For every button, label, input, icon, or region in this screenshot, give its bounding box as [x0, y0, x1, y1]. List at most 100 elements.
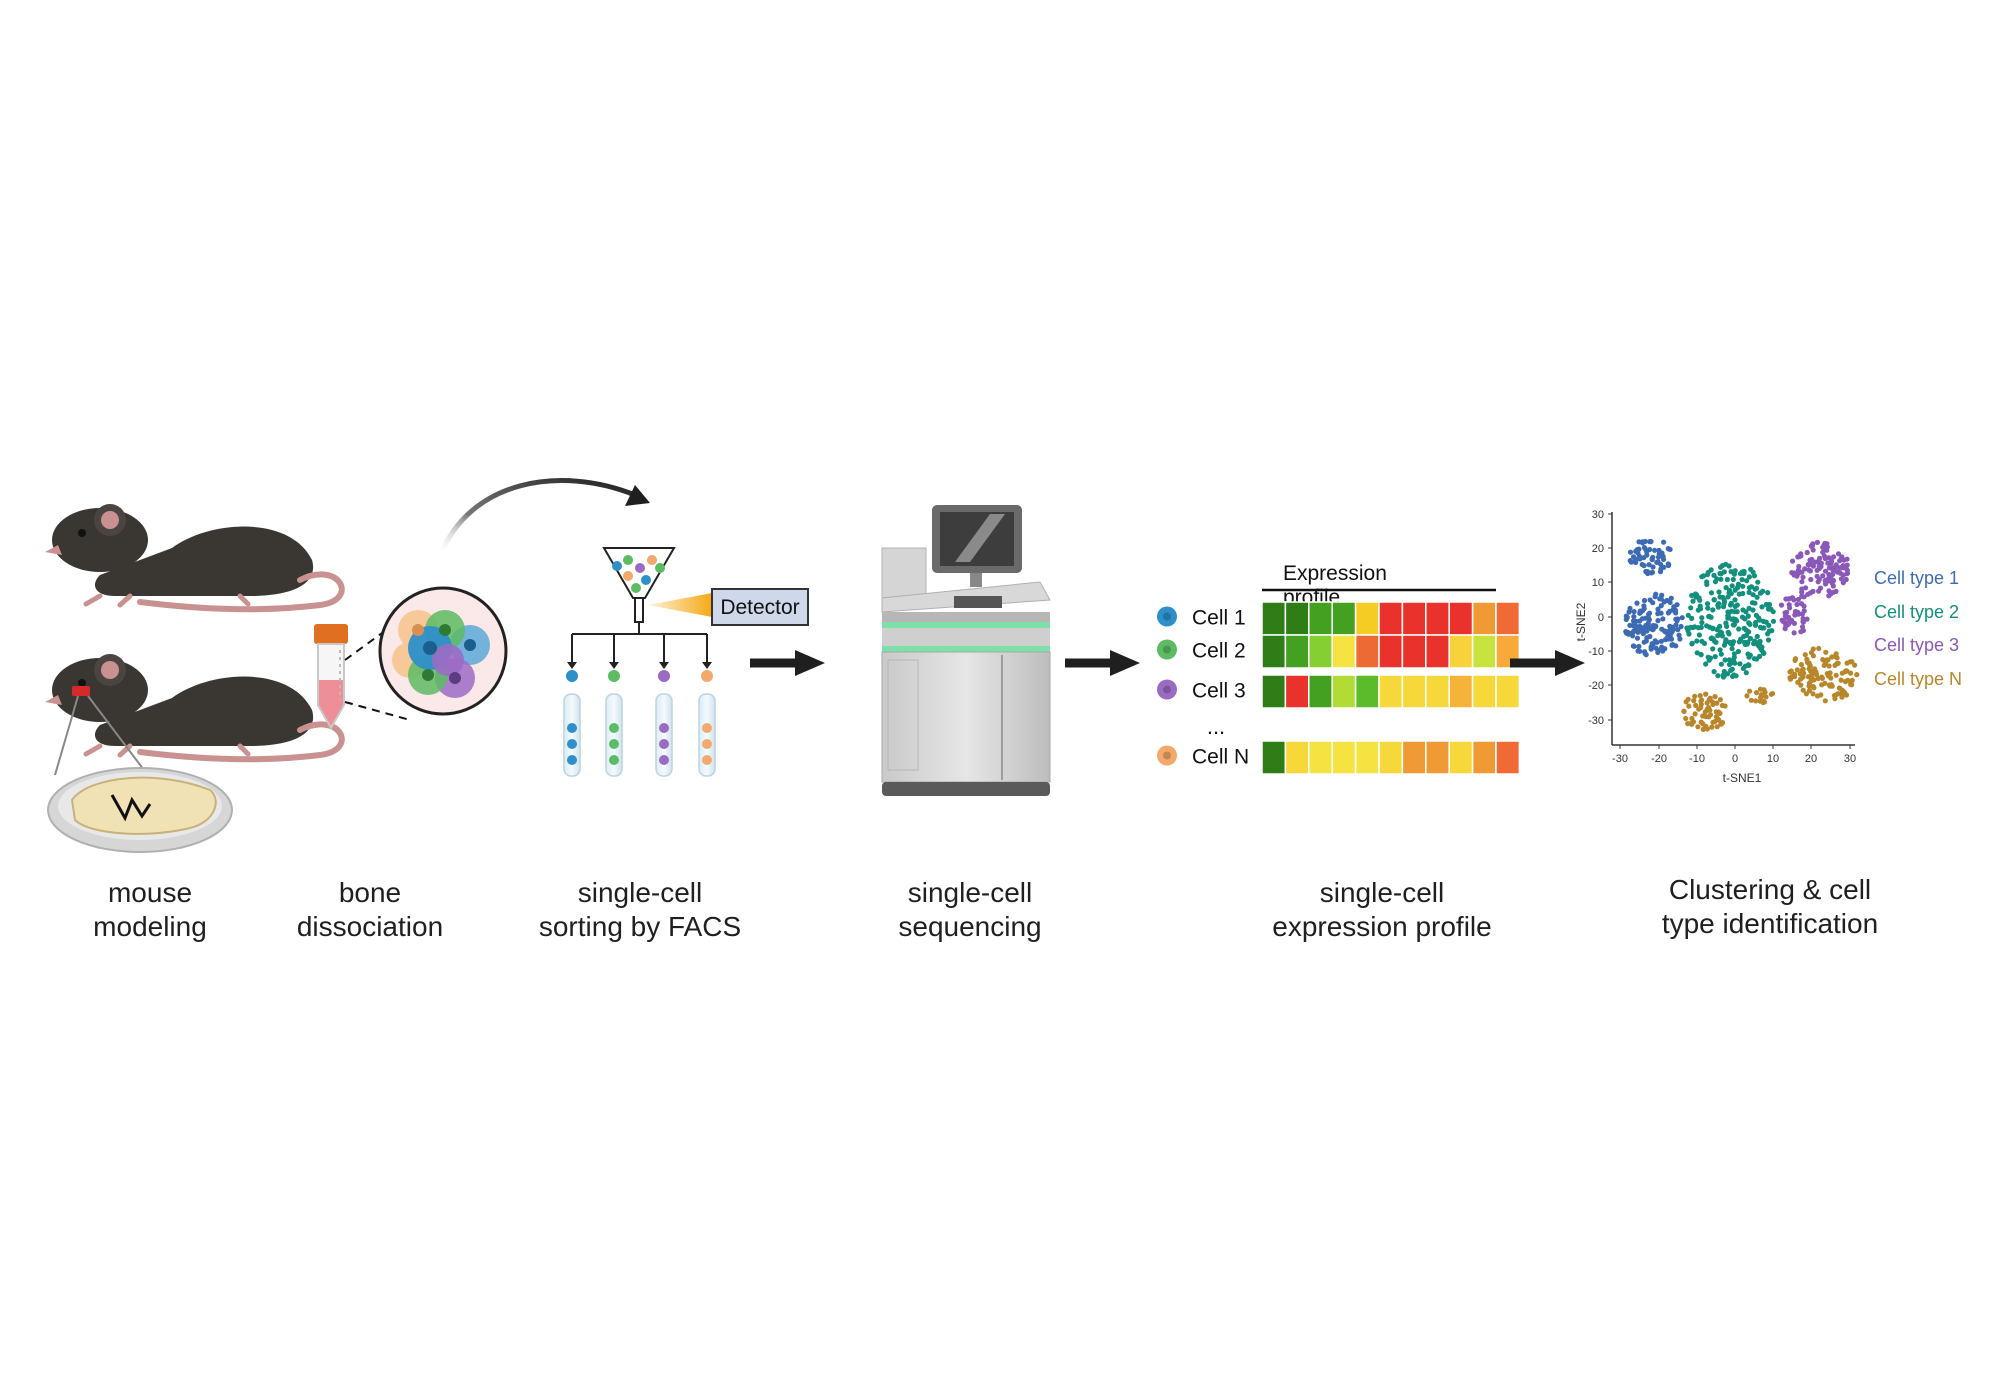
- heatmap-cell: [1331, 634, 1357, 669]
- heatmap-cell: [1308, 601, 1333, 636]
- tsne-point: [1744, 578, 1750, 584]
- mouse-icon: [45, 504, 345, 613]
- tsne-point: [1681, 708, 1687, 715]
- tsne-point: [1655, 606, 1661, 612]
- cell-dot-icon: [1157, 745, 1177, 766]
- heatmap-cell: [1425, 674, 1450, 709]
- tsne-point: [1753, 698, 1759, 704]
- tsne-point: [1699, 620, 1705, 626]
- tsne-point: [1631, 614, 1637, 620]
- heatmap-cell: [1471, 740, 1497, 775]
- tsne-point: [1746, 605, 1752, 611]
- tsne-point: [1687, 624, 1694, 630]
- heatmap-row-label: Cell 3: [1192, 680, 1246, 703]
- tsne-point: [1832, 696, 1838, 702]
- tsne-point: [1838, 564, 1844, 571]
- tsne-point: [1822, 680, 1828, 686]
- tsne-point: [1799, 579, 1805, 585]
- tsne-point: [1746, 589, 1752, 596]
- tsne-point: [1668, 636, 1675, 642]
- tsne-point: [1727, 639, 1733, 646]
- tsne-point: [1817, 585, 1824, 591]
- tsne-point: [1795, 679, 1801, 685]
- tsne-point: [1830, 583, 1836, 589]
- funnel-icon: [602, 547, 676, 623]
- x-tick-label: 20: [1805, 753, 1817, 765]
- tsne-point: [1826, 593, 1832, 599]
- tsne-point: [1714, 724, 1720, 730]
- tsne-point: [1712, 654, 1718, 660]
- tsne-point: [1671, 605, 1677, 612]
- tsne-point: [1633, 557, 1639, 563]
- tsne-point: [1760, 699, 1766, 706]
- tsne-point: [1713, 714, 1719, 720]
- tsne-point: [1647, 546, 1653, 553]
- heatmap-cell: [1378, 634, 1404, 669]
- tsne-point: [1854, 672, 1860, 678]
- tsne-point: [1665, 562, 1672, 569]
- tsne-point: [1709, 724, 1715, 730]
- tsne-point: [1731, 621, 1737, 628]
- tsne-point: [1705, 605, 1711, 611]
- sorted-cell-blue: [566, 670, 578, 682]
- tsne-point: [1820, 544, 1826, 550]
- tsne-point: [1661, 564, 1667, 570]
- x-tick-label: 30: [1844, 753, 1856, 765]
- heatmap-cell: [1284, 601, 1310, 636]
- tsne-point: [1844, 562, 1850, 568]
- tsne-xlabel: t-SNE1: [1723, 771, 1762, 785]
- tsne-point: [1799, 667, 1805, 673]
- tsne-point: [1643, 615, 1649, 621]
- tsne-point: [1712, 579, 1719, 585]
- tsne-point: [1778, 602, 1785, 608]
- legend-entry: Cell type 3: [1874, 635, 1959, 655]
- tsne-point: [1689, 641, 1695, 647]
- tsne-point: [1634, 600, 1640, 606]
- tsne-point: [1658, 610, 1664, 616]
- tsne-point: [1743, 609, 1749, 615]
- tsne-point: [1685, 612, 1691, 618]
- tsne-point: [1721, 599, 1728, 605]
- cell-dot-nucleus: [1163, 612, 1171, 621]
- heatmap-cell: [1308, 740, 1333, 775]
- tsne-point: [1660, 553, 1666, 560]
- tsne-point: [1761, 625, 1767, 631]
- tsne-point: [1715, 709, 1722, 715]
- tsne-point: [1645, 570, 1651, 577]
- tsne-point: [1800, 574, 1806, 580]
- tsne-point: [1631, 628, 1637, 634]
- heatmap-cell: [1261, 674, 1287, 709]
- sorting-branches: [571, 622, 708, 664]
- detector-label: Detector: [720, 596, 799, 619]
- heatmap-cell: [1495, 601, 1521, 636]
- tsne-point: [1696, 595, 1702, 601]
- tsne-point: [1849, 659, 1855, 665]
- tsne-point: [1728, 667, 1734, 674]
- heatmap-cell: [1448, 601, 1474, 636]
- heatmap-cell: [1378, 674, 1404, 709]
- tsne-point: [1704, 579, 1710, 585]
- tsne-point: [1765, 637, 1772, 643]
- heatmap-cell: [1261, 601, 1287, 636]
- tsne-point: [1630, 618, 1637, 624]
- heatmap-cell: [1471, 674, 1497, 709]
- heatmap-cell: [1331, 601, 1357, 636]
- heatmap-header-line1: Expression: [1283, 562, 1387, 585]
- tsne-point: [1798, 601, 1805, 607]
- tsne-point: [1644, 552, 1650, 558]
- tsne-point: [1810, 646, 1816, 652]
- tsne-point: [1818, 560, 1824, 566]
- tsne-point: [1723, 620, 1729, 626]
- heatmap-cell: [1495, 674, 1521, 709]
- tsne-point: [1838, 555, 1845, 561]
- tsne-point: [1722, 657, 1728, 663]
- heatmap-cell: [1378, 601, 1404, 636]
- cell-dot-icon: [1157, 606, 1177, 627]
- legend-entry: Cell type 1: [1874, 568, 1959, 588]
- tsne-point: [1808, 543, 1814, 549]
- tsne-point: [1641, 597, 1648, 604]
- tsne-point: [1768, 691, 1774, 697]
- tsne-point: [1805, 562, 1811, 568]
